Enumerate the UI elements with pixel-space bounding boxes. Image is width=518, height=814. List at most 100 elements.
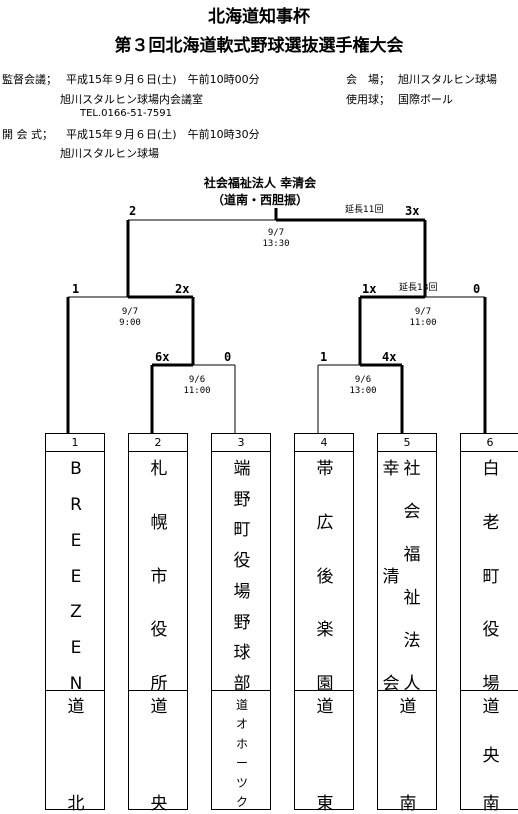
team-name-char: 社 [403, 459, 421, 479]
kaikai-place: 旭川スタルヒン球場 [60, 147, 159, 160]
semi2-time: 11:00 [409, 318, 437, 328]
semi1-time: 9:00 [119, 318, 141, 328]
final-right-score: 3x [405, 204, 420, 218]
team-region-char: 道 [316, 697, 334, 717]
team-name-char: 会 [403, 502, 421, 522]
team-region-char: ー [235, 756, 248, 771]
qf1-time: 11:00 [183, 386, 211, 396]
team-name-char: 役 [482, 620, 500, 641]
team-region-char: 央 [482, 745, 500, 766]
team-name-char: 幌 [150, 512, 168, 533]
team-region-char: 道 [235, 698, 248, 712]
team-name-char: 役 [150, 620, 168, 641]
team-name-char: 所 [150, 674, 168, 694]
team-box-3: 3 端野町役場野球部道オホーツク [211, 433, 271, 810]
semi1-right-score: 2x [175, 282, 190, 296]
qf1-date: 9/6 [188, 375, 206, 385]
seed-5: 5 [378, 434, 436, 452]
semi2-right-score: 0 [473, 282, 481, 296]
team-name-char: 場 [482, 674, 500, 694]
semi2-left-score: 1x [362, 282, 377, 296]
ball-label: 使用球； [346, 93, 390, 106]
team-region-char: ク [235, 795, 248, 809]
kaikai-date: 平成15年９月６日(土) 午前10時30分 [66, 128, 260, 141]
team-region-char: 南 [399, 794, 417, 814]
team-name-char: 札 [150, 459, 168, 479]
seed-1: 1 [46, 434, 104, 452]
title-line2: 第３回北海道軟式野球選抜選手権大会 [114, 36, 404, 56]
team-name-char: E [70, 530, 82, 551]
tel: TEL.0166-51-7591 [80, 108, 173, 119]
venue-label: 会 場； [346, 73, 390, 86]
kantoku-place: 旭川スタルヒン球場内会議室 [60, 93, 203, 106]
team-region-char: 南 [482, 794, 500, 814]
team-name-char: 野 [233, 489, 251, 510]
seed-3: 3 [212, 434, 270, 452]
team-name-char: 清 [382, 566, 400, 587]
team-name-char: 部 [233, 674, 251, 694]
kaikai-label: 開 会 式； [2, 128, 53, 141]
champion-name: 社会福祉法人 幸清会 [203, 176, 317, 190]
team-name-char: 祉 [403, 588, 421, 608]
semi2-date: 9/7 [414, 307, 432, 317]
team-name-char: 園 [316, 674, 334, 694]
qf1-right-score: 0 [224, 350, 232, 364]
seed-6: 6 [461, 434, 518, 452]
team-region-char: ホ [235, 736, 248, 751]
team-name-char: 幸 [382, 459, 400, 479]
team-name-char: 白 [482, 459, 500, 479]
team-box-6: 6 白老町役場道央南 [460, 433, 518, 814]
final-date: 9/7 [267, 228, 285, 238]
team-region-char: 道 [67, 697, 85, 717]
team-region-char: 央 [150, 794, 168, 814]
team-name-char: 楽 [316, 620, 334, 641]
qf2-right-score: 4x [382, 350, 397, 364]
kantoku-label: 監督会議； [2, 73, 57, 86]
team-name-char: 野 [233, 612, 251, 633]
team-name-char: R [70, 494, 82, 515]
champion-region: （道南・西胆振） [211, 193, 308, 207]
qf2-date: 9/6 [354, 375, 372, 385]
team-region-char: 東 [316, 794, 334, 814]
team-name-char: 福 [403, 545, 421, 565]
team-box-2: 2 札幌市役所道央 [128, 433, 188, 814]
team-name-char: 町 [482, 566, 500, 587]
team-name-char: 広 [316, 512, 334, 533]
team-region-char: オ [235, 717, 248, 732]
venue: 旭川スタルヒン球場 [398, 73, 497, 86]
kantoku-date: 平成15年９月６日(土) 午前10時00分 [66, 73, 260, 86]
semi1-date: 9/7 [121, 307, 139, 317]
team-region-char: 北 [67, 794, 85, 814]
qf2-time: 13:00 [349, 386, 377, 396]
team-region-char: 道 [399, 697, 417, 717]
final-note: 延長11回 [345, 205, 384, 215]
semi2-note: 延長13回 [399, 283, 438, 293]
semi1-left-score: 1 [72, 282, 80, 296]
final-left-score: 2 [129, 204, 137, 218]
seed-4: 4 [295, 434, 353, 452]
qf2-left-score: 1 [320, 350, 328, 364]
team-name-char: 球 [233, 643, 251, 664]
team-name-char: 役 [233, 551, 251, 572]
team-name-char: 場 [233, 581, 251, 602]
final-time: 13:30 [262, 239, 290, 249]
team-name-char: 帯 [316, 459, 334, 479]
team-name-char: 町 [233, 520, 251, 541]
team-name-char: 会 [382, 674, 400, 694]
team-name-char: 老 [482, 512, 500, 533]
team-box-4: 4 帯広後楽園道東 [294, 433, 354, 814]
team-name-char: 法 [403, 631, 421, 651]
team-region-char: 道 [150, 697, 168, 717]
team-name-char: 端 [233, 459, 251, 479]
title-line1: 北海道知事杯 [208, 7, 310, 27]
team-name-char: 人 [403, 674, 421, 694]
team-box-5: 5 幸清会社会福祉法人道南 [377, 433, 437, 814]
team-region-char: ツ [235, 775, 248, 790]
seed-2: 2 [129, 434, 187, 452]
team-name-char: E [70, 638, 82, 659]
team-region-char: 道 [482, 697, 500, 717]
team-name-char: 市 [150, 566, 168, 587]
team-name-char: 後 [316, 566, 334, 587]
